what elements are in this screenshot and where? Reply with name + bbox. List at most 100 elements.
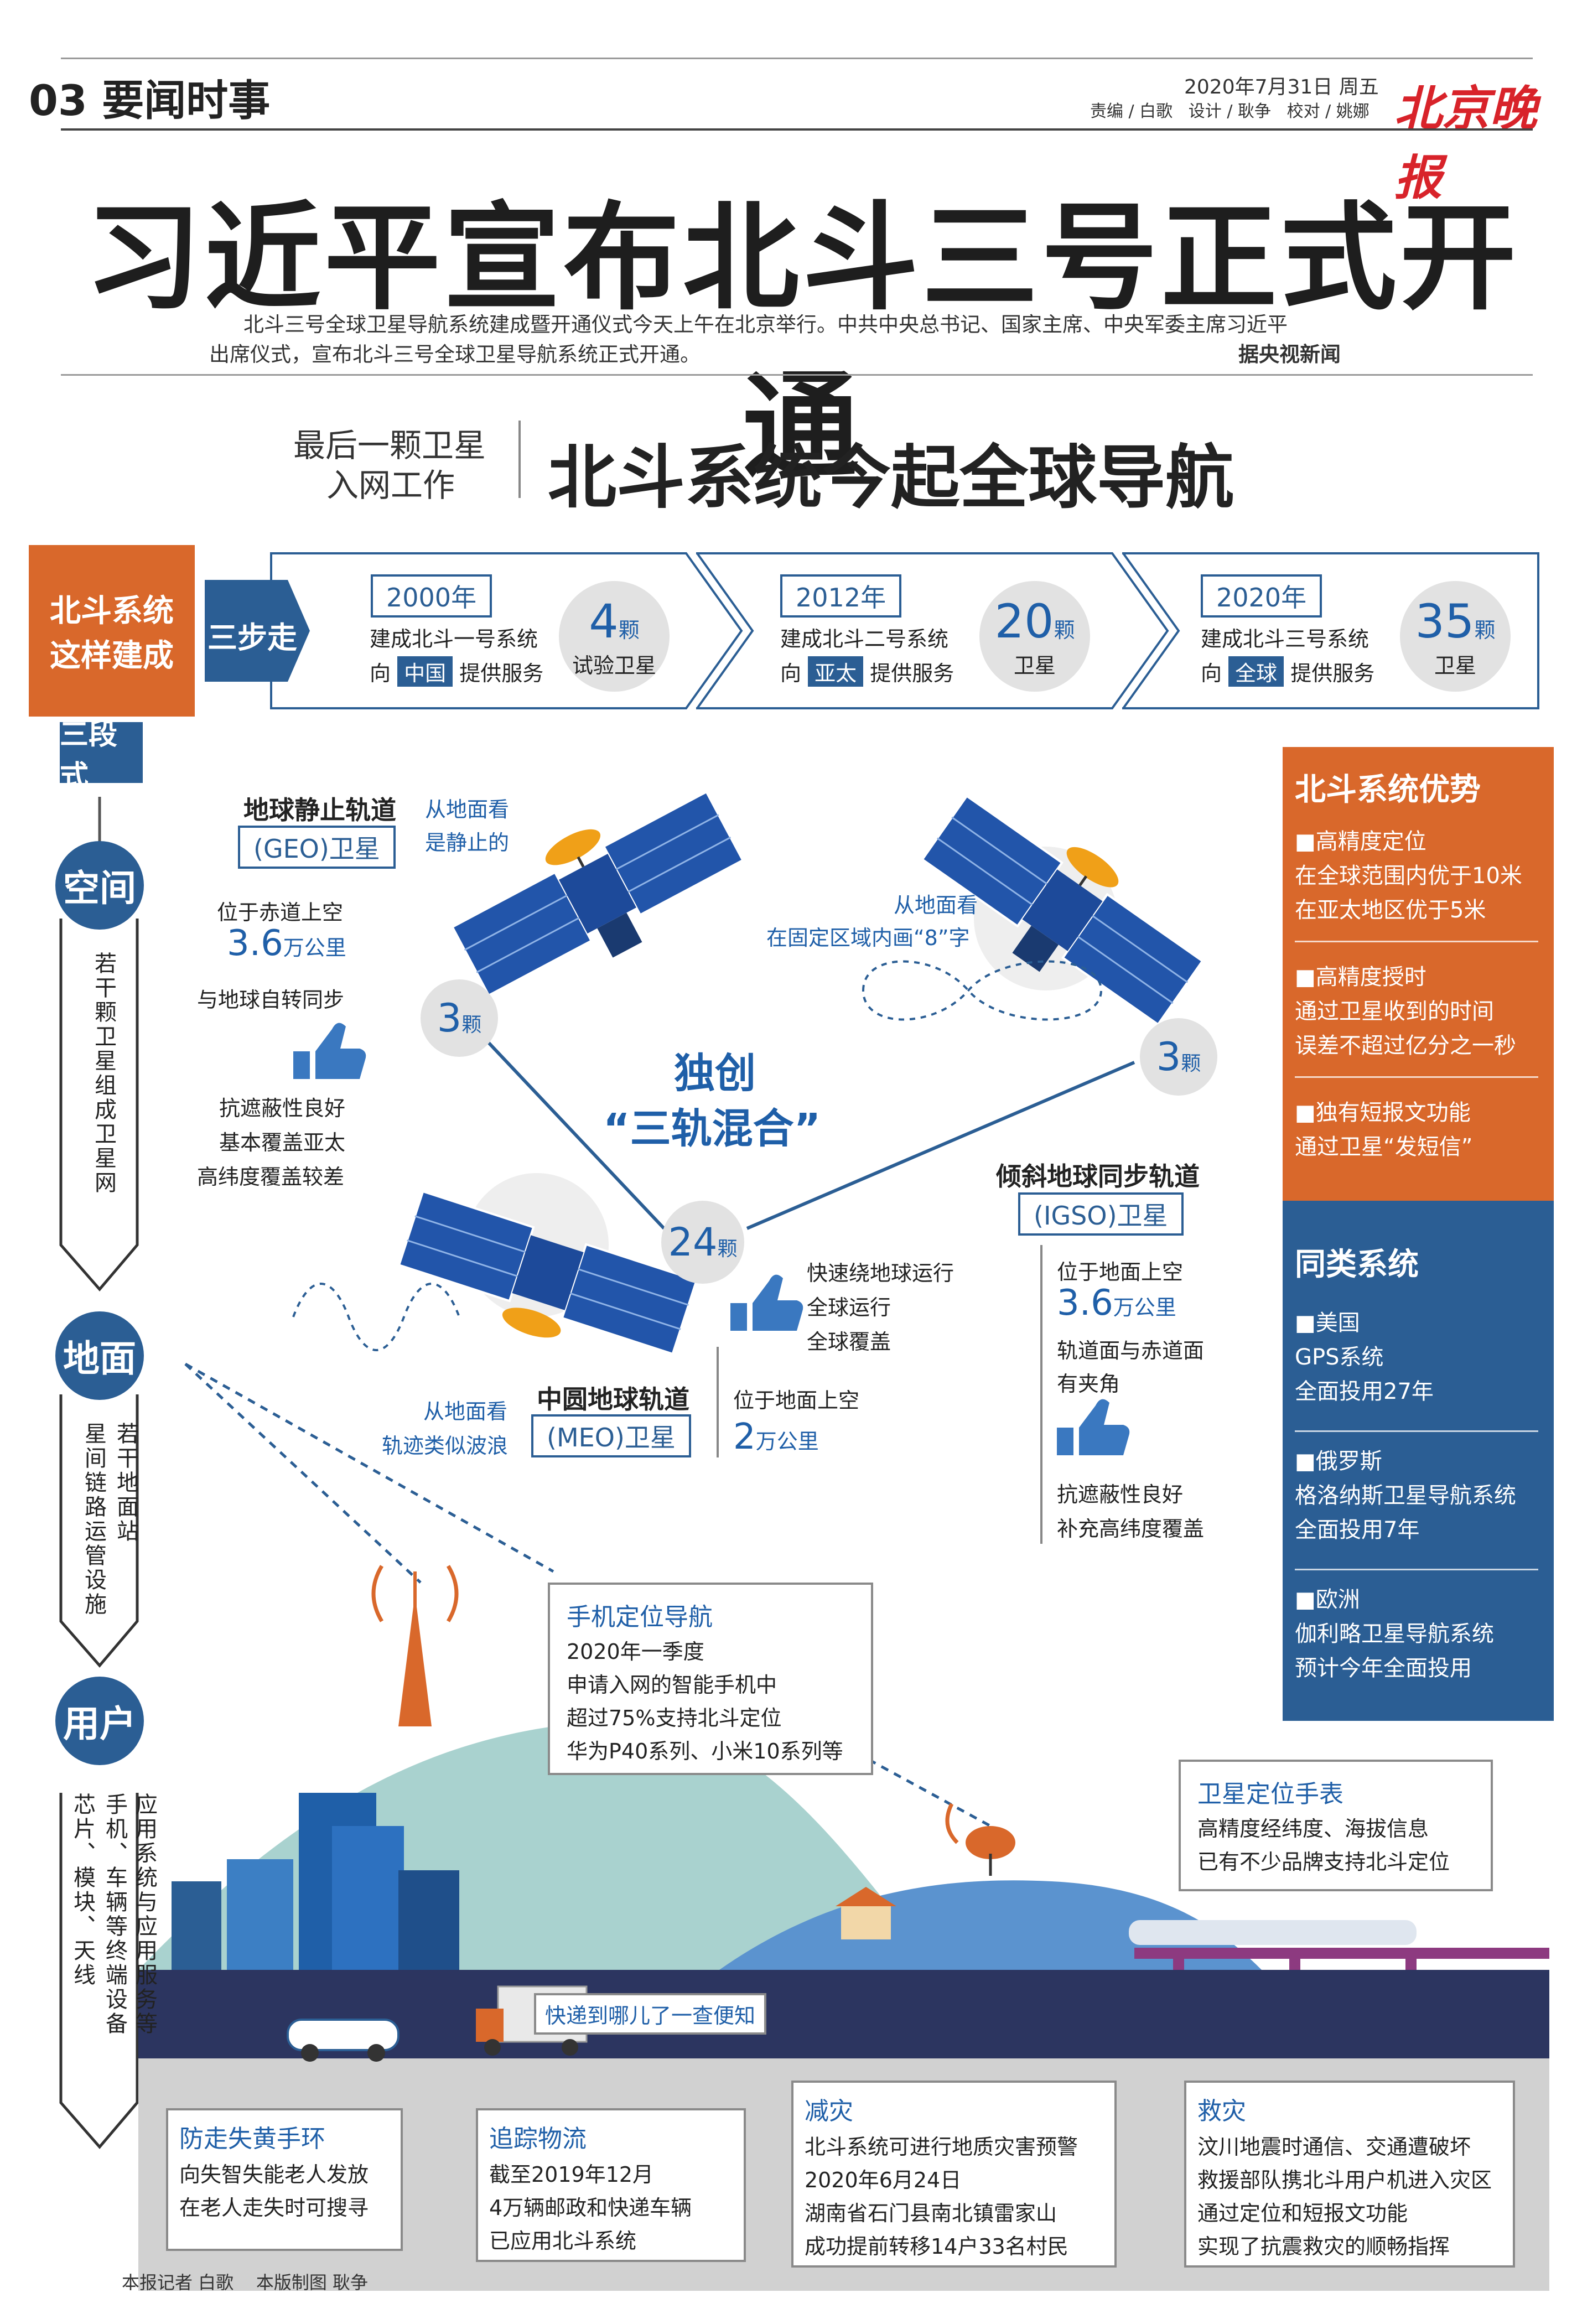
build-label-box: 北斗系统 这样建成 [29,545,195,717]
geo-tag: (GEO)卫星 [238,826,396,869]
meo-height: 2万公里 [733,1417,819,1457]
watch-box-title: 卫星定位手表 [1197,1780,1343,1808]
build-label-1: 北斗系统 [50,593,174,629]
segment-ground-badge: 地面 [55,1311,144,1400]
center-title: 独创 [674,1050,756,1097]
bottom-box-line: 截至2019年12月 [489,2162,654,2187]
advantages-separator [1295,941,1538,942]
step-desc: 试验卫星 [572,653,656,678]
similar-item: ■俄罗斯 格洛纳斯卫星导航系统 全面投用7年 [1295,1449,1516,1543]
geo-tag-box: (GEO)卫星 [238,826,396,869]
bottom-box-title: 减灾 [805,2097,853,2125]
bottom-box-line: 通过定位和短报文功能 [1197,2201,1408,2226]
truck-sign: 快递到哪儿了一查便知 [534,1993,767,2035]
staff-credits: 责编 / 白歌 设计 / 耿争 校对 / 姚娜 [1090,102,1370,121]
step-count: 35 [1415,594,1475,649]
advantage-item: ■高精度授时 通过卫星收到的时间 误差不超过亿分之一秒 [1295,964,1516,1059]
igso-name: 倾斜地球同步轨道 [996,1161,1200,1191]
step-year: 2020年 [1201,574,1322,618]
bottom-box-line: 已应用北斗系统 [489,2229,637,2253]
watch-info-box: 卫星定位手表 高精度经纬度、海拔信息 已有不少品牌支持北斗定位 [1179,1760,1493,1891]
step-line2: 向 全球 提供服务 [1201,656,1374,687]
stages-label: 三段式 [60,718,118,793]
bottom-box-disaster-relief: 救灾 汶川地震时通信、交通遭破坏 救援部队携北斗用户机进入灾区 通过定位和短报文… [1184,2081,1515,2268]
phone-info-box: 手机定位导航 2020年一季度 申请入网的智能手机中 超过75%支持北斗定位 华… [548,1583,873,1775]
segment-ground-title: 地面 [63,1337,136,1380]
build-label-2: 这样建成 [50,638,174,674]
stages-label-box: 三段式 [60,718,143,793]
geo-sync: 与地球自转同步 [197,988,345,1012]
geo-view-1: 从地面看 [425,797,510,822]
similar-item: ■欧洲 伽利略卫星导航系统 预计今年全面投用 [1295,1587,1494,1681]
step-count-circle: 20颗 卫星 [979,581,1090,692]
igso-position: 位于地面上空 [1057,1260,1184,1284]
issue-date: 2020年7月31日 周五 [1184,76,1379,98]
geo-merit-1: 抗遮蔽性良好 [219,1096,346,1120]
advantage-item: ■独有短报文功能 通过卫星“发短信” [1295,1100,1473,1160]
step-year: 2012年 [780,574,902,618]
newspaper-logo: 北京晚报 [1394,81,1537,206]
step-region: 亚太 [808,656,864,687]
step-count: 4 [589,594,619,649]
step-year-box: 2020年 [1201,574,1322,618]
bottom-box-title: 防走失黄手环 [179,2125,325,2153]
meo-view-2: 轨迹类似波浪 [382,1434,509,1458]
meo-tag: (MEO)卫星 [531,1414,691,1457]
watch-box-line: 已有不少品牌支持北斗定位 [1197,1850,1450,1874]
geo-height: 3.6万公里 [227,923,346,964]
geo-position: 位于赤道上空 [217,900,344,925]
meo-merit-2: 全球运行 [807,1295,891,1320]
meo-position: 位于地面上空 [733,1388,860,1413]
bottom-box-line: 在老人走失时可搜寻 [179,2196,369,2220]
segment-user-desc-1: 芯片、模块、天线 [70,1793,95,1988]
step-desc: 卫星 [1434,653,1476,678]
step-region: 全球 [1228,656,1284,687]
meo-name: 中圆地球轨道 [537,1384,689,1414]
advantages-panel [1283,747,1554,1201]
meo-divider [717,1347,719,1457]
similar-item: ■美国 GPS系统 全面投用27年 [1295,1310,1434,1404]
center-subtitle: “三轨混合” [603,1105,821,1153]
igso-tag-box: (IGSO)卫星 [1018,1192,1184,1236]
advantage-item: ■高精度定位 在全球范围内优于10米 在亚太地区优于5米 [1295,829,1522,923]
lead-source: 据央视新闻 [1238,343,1341,366]
headline: 习近平宣布北斗三号正式开通 [85,190,1519,494]
phone-box-title: 手机定位导航 [567,1603,713,1631]
step-region: 中国 [397,656,453,687]
igso-view-1: 从地面看 [894,893,978,917]
step-line2: 向 亚太 提供服务 [780,656,954,687]
masthead-top-rule [61,58,1533,59]
geo-merit-2: 基本覆盖亚太 [219,1130,346,1155]
step-year-box: 2012年 [780,574,902,618]
segment-space-desc: 若干颗卫星组成卫星网 [91,952,116,1195]
steps-label: 三步走 [208,620,297,655]
similar-panel [1283,1201,1554,1721]
bottom-box-title: 救灾 [1197,2097,1246,2125]
step-year-box: 2000年 [371,574,492,618]
similar-separator [1295,1430,1538,1432]
watch-box-line: 高精度经纬度、海拔信息 [1197,1817,1429,1841]
lead-line-2: 出席仪式，宣布北斗三号全球卫星导航系统正式开通。 [209,343,701,366]
subhead-left-1: 最后一颗卫星 [293,427,486,464]
page-section: 03 要闻时事 [29,76,271,125]
bottom-box-logistics: 追踪物流 截至2019年12月 4万辆邮政和快递车辆 已应用北斗系统 [476,2108,746,2262]
segment-user-badge: 用户 [55,1677,144,1765]
segment-user-desc-3: 应用系统与应用服务等 [132,1793,157,2036]
bottom-box-line: 北斗系统可进行地质灾害预警 [805,2135,1078,2159]
meo-view-1: 从地面看 [423,1399,508,1424]
graphic-credits: 本报记者 白歌 本版制图 耿争 [122,2272,369,2293]
segment-user-title: 用户 [63,1703,136,1745]
similar-separator [1295,1569,1538,1570]
phone-box-line: 超过75%支持北斗定位 [567,1706,782,1730]
geo-name: 地球静止轨道 [243,795,396,825]
bottom-box-title: 追踪物流 [489,2125,587,2153]
subhead-main: 北斗系统今起全球导航 [548,438,1234,518]
bottom-box-line: 4万辆邮政和快递车辆 [489,2196,692,2220]
bottom-box-line: 湖南省石门县南北镇雷家山 [805,2201,1057,2226]
geo-view-2: 是静止的 [425,831,510,855]
segment-ground-desc-2: 星间链路运管设施 [81,1422,106,1617]
meo-count-circle: 24颗 [661,1201,744,1284]
bottom-box-line: 汶川地震时通信、交通遭破坏 [1197,2135,1471,2159]
igso-divider [1040,1245,1042,1544]
phone-box-line: 申请入网的智能手机中 [567,1673,777,1697]
